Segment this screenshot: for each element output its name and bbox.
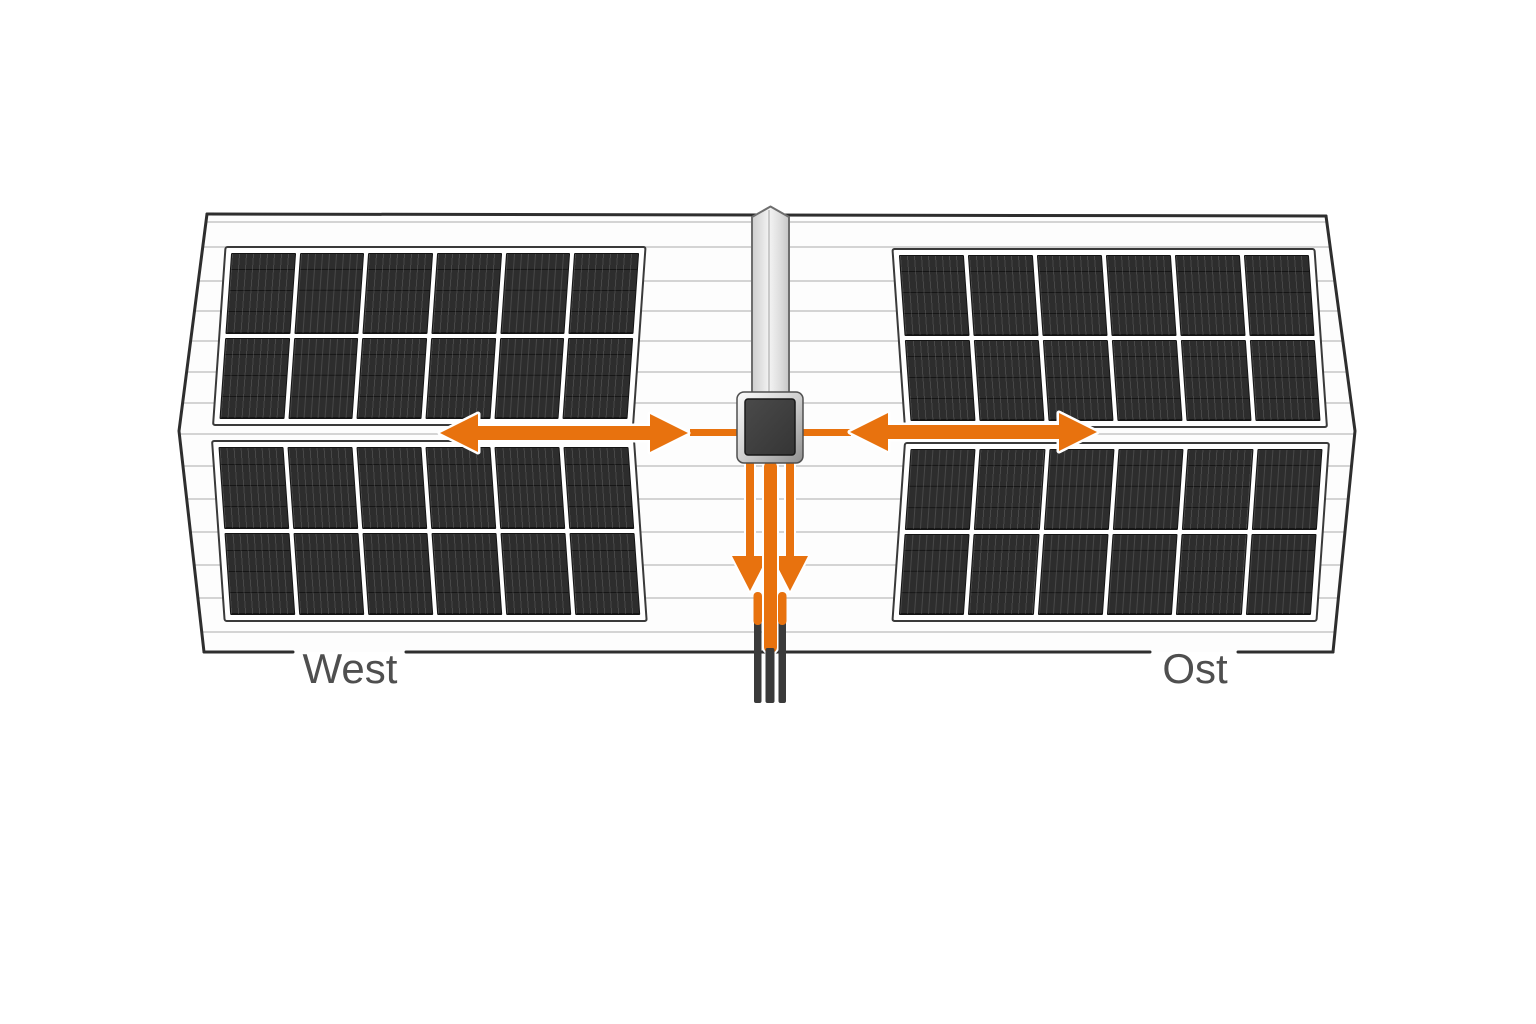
cable-stub-left [753, 592, 762, 625]
dc-cable-right [778, 620, 786, 703]
down-arrow-left-icon [730, 459, 770, 593]
junction-box-screen [744, 398, 796, 456]
dc-line-middle [762, 459, 779, 655]
roof-left-edge [177, 212, 209, 654]
label-west: West [302, 645, 398, 692]
bidirectional-arrow-east-icon [847, 410, 1100, 454]
roof-right-edge [1324, 214, 1357, 654]
chimney [751, 205, 790, 398]
connector-line-west [690, 429, 742, 436]
connector-line-east [799, 429, 851, 436]
down-arrow-right-icon [770, 459, 810, 593]
dc-cable-left [754, 620, 762, 703]
dc-cable-middle [765, 648, 775, 703]
cable-stub-right [778, 592, 787, 625]
label-east: Ost [1162, 645, 1228, 692]
bidirectional-arrow-west-icon [437, 411, 691, 455]
